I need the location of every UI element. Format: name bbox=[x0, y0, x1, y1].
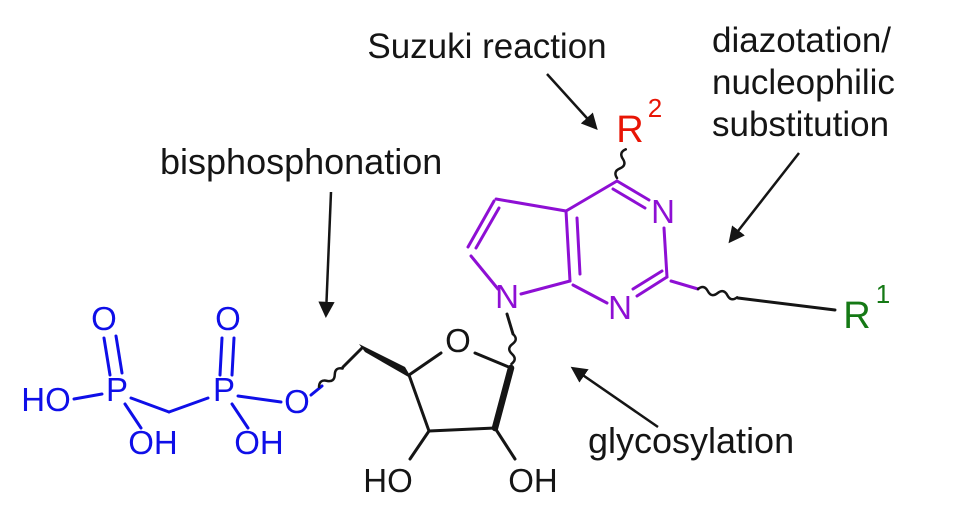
double-bond-c6-c5-b bbox=[474, 206, 501, 250]
atom-label-p2-oh: OH bbox=[234, 424, 284, 461]
r2-label: R bbox=[616, 109, 643, 151]
bond-n7-c6 bbox=[469, 254, 500, 291]
wavy-bond-5prime bbox=[317, 367, 344, 389]
bond-n7-stub bbox=[505, 312, 515, 336]
bond-squiggle-c5 bbox=[341, 346, 364, 369]
suzuki-arrow bbox=[546, 73, 598, 131]
annotations-group: Suzuki reaction diazotation/ nucleophili… bbox=[160, 21, 895, 461]
double-bond-p2-o-a bbox=[218, 336, 224, 377]
bond-c4a-c4 bbox=[564, 179, 619, 213]
bond-c2-c3 bbox=[427, 426, 497, 433]
double-bond-c4a-c7a-a bbox=[564, 209, 572, 283]
atom-label-bridge-o: O bbox=[284, 383, 310, 420]
bond-squiggle-r1 bbox=[736, 296, 837, 312]
bond-p2-oh bbox=[230, 402, 250, 430]
ribose-sugar-group: O HO OH bbox=[317, 312, 558, 499]
bond-c2-oh bbox=[493, 426, 517, 461]
diazotation-arrow bbox=[728, 152, 800, 244]
atom-label-ring-o: O bbox=[445, 322, 471, 359]
diazotation-label-line3: substitution bbox=[712, 105, 889, 144]
bond-p2-oester bbox=[236, 394, 283, 404]
atom-label-c2-oh: OH bbox=[508, 462, 558, 499]
double-bond-c4-n3-a bbox=[615, 179, 651, 202]
double-bond-c4-n3-b bbox=[611, 187, 647, 210]
bond-c3-ho bbox=[408, 429, 431, 461]
bond-ho-p1 bbox=[72, 392, 104, 401]
deazapurine-base-group: N N N bbox=[466, 179, 675, 326]
glycosylation-arrow bbox=[570, 366, 659, 429]
wavy-bond-r2 bbox=[614, 148, 628, 180]
double-bond-c2-n1-a bbox=[635, 275, 669, 298]
bisphosphonate-group: HO P O OH P O OH O bbox=[21, 300, 324, 461]
atom-label-n1: N bbox=[608, 289, 632, 326]
bond-c3-c4 bbox=[407, 373, 431, 433]
bond-c5-c4a bbox=[494, 197, 568, 213]
wedge-bond-c5-c4 bbox=[359, 344, 412, 379]
double-bond-c6-c5-a bbox=[466, 199, 496, 249]
atom-label-p1-oh: OH bbox=[128, 424, 178, 461]
bond-n3-c2 bbox=[662, 226, 669, 279]
bond-ch2-p2 bbox=[167, 396, 210, 414]
atom-label-ho-left: HO bbox=[21, 381, 71, 418]
double-bond-c2-n1-b bbox=[631, 269, 664, 291]
atom-label-n3: N bbox=[651, 193, 675, 230]
bond-ringo-c1 bbox=[473, 351, 513, 370]
arrows-group bbox=[318, 73, 800, 429]
atom-label-p1-oxo: O bbox=[91, 300, 117, 337]
atom-label-n7: N bbox=[495, 278, 519, 315]
double-bond-c4a-c7a-b bbox=[575, 216, 582, 276]
double-bond-p1-o-b bbox=[114, 334, 124, 375]
bisphosphonation-label: bisphosphonation bbox=[160, 141, 442, 182]
bond-p1-ch2 bbox=[129, 396, 171, 414]
atom-label-c3-ho: HO bbox=[363, 462, 413, 499]
double-bond-p2-o-b bbox=[230, 336, 236, 377]
glycosylation-label: glycosylation bbox=[588, 420, 794, 461]
suzuki-reaction-label: Suzuki reaction bbox=[367, 27, 606, 66]
wavy-bond-r1 bbox=[696, 285, 739, 301]
bond-c7a-n7 bbox=[519, 279, 572, 296]
bond-c4-ringo bbox=[407, 351, 443, 377]
wavy-bond-anomeric bbox=[507, 332, 517, 366]
substituent-r2-group: R 2 bbox=[614, 93, 662, 180]
bisphosphonation-arrow bbox=[318, 191, 335, 319]
atom-label-p2-oxo: O bbox=[215, 300, 241, 337]
bond-c2-r1-stub bbox=[669, 279, 700, 291]
bold-bond-c1-c2 bbox=[491, 364, 515, 432]
diazotation-label-line2: nucleophilic bbox=[712, 63, 895, 102]
bond-oester-c5 bbox=[309, 384, 324, 397]
r2-superscript: 2 bbox=[648, 93, 662, 123]
diazotation-label-line1: diazotation/ bbox=[712, 21, 891, 60]
double-bond-p1-o-a bbox=[102, 336, 112, 377]
bond-p1-oh bbox=[123, 402, 143, 430]
atom-label-p1: P bbox=[106, 371, 128, 408]
r1-label: R bbox=[843, 295, 870, 337]
atom-label-p2: P bbox=[213, 371, 235, 408]
substituent-r1-group: R 1 bbox=[669, 279, 890, 337]
r1-superscript: 1 bbox=[876, 279, 890, 309]
bond-n1-c7a bbox=[571, 283, 609, 305]
